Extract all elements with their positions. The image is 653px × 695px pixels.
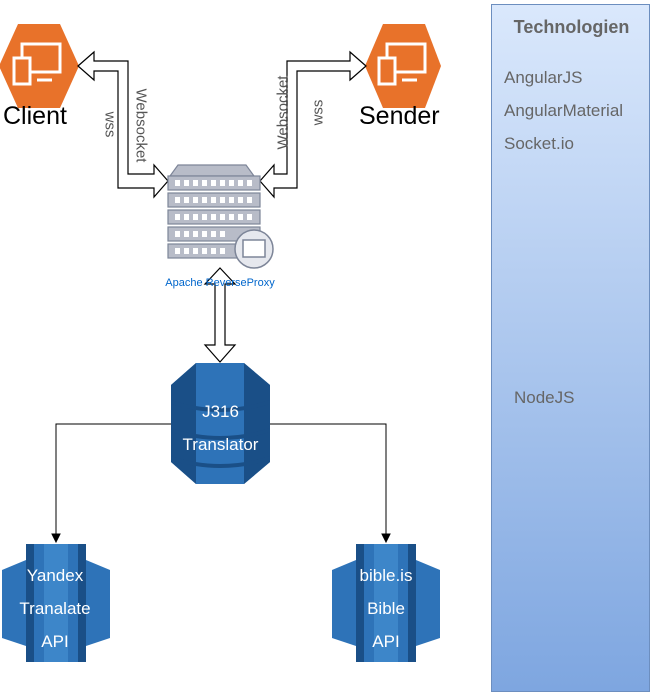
sender-icon[interactable]: [365, 24, 441, 108]
client-proxy-arrow: [77, 50, 169, 199]
tech-item-angularjs: AngularJS: [504, 68, 583, 87]
client-wss-label: wss: [101, 111, 119, 138]
sender-websocket-label: Websocket: [274, 75, 292, 150]
proxy-translator-arrow: [203, 267, 237, 363]
sender-label: Sender: [359, 102, 440, 130]
tech-item-socketio: Socket.io: [504, 134, 574, 153]
yandex-api-icon[interactable]: [2, 544, 110, 662]
yandex-label-line2: Tranalate: [19, 599, 91, 618]
bible-label-line1: bible.is: [359, 566, 413, 585]
translator-label-line1: J316: [202, 402, 239, 421]
translator-connectors: [51, 423, 391, 544]
bible-label-line3: API: [372, 632, 400, 651]
sender-wss-label: wss: [309, 99, 327, 126]
bible-label-line2: Bible: [367, 599, 405, 618]
proxy-label: Apache ReverseProxy: [165, 277, 275, 289]
yandex-label-line3: API: [41, 632, 69, 651]
tech-item-nodejs: NodeJS: [514, 388, 575, 407]
yandex-label-line1: Yandex: [26, 566, 84, 585]
translator-label-line2: Translator: [182, 435, 259, 454]
client-websocket-label: Websocket: [132, 88, 150, 163]
technologies-panel: Technologien AngularJS AngularMaterial S…: [491, 4, 650, 692]
server-icon[interactable]: [167, 164, 274, 269]
client-icon[interactable]: [0, 24, 79, 108]
client-label: Client: [3, 102, 67, 130]
bible-api-icon[interactable]: [332, 544, 440, 662]
translator-db-icon[interactable]: [171, 363, 270, 484]
technologies-title: Technologien: [513, 17, 630, 37]
tech-item-angularmaterial: AngularMaterial: [504, 101, 624, 120]
